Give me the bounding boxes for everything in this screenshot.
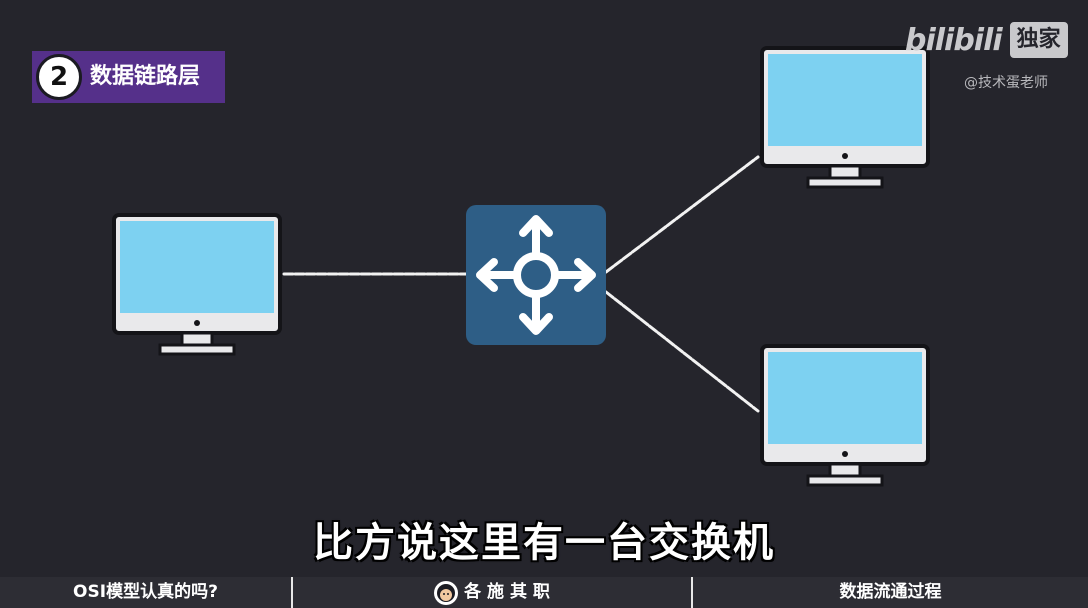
exclusive-tag: 独家 bbox=[1009, 22, 1068, 58]
layer-badge: 2 数据链路层 bbox=[32, 51, 225, 103]
link-lines bbox=[282, 155, 760, 413]
chapter-osi-model[interactable]: OSI模型认真的吗? bbox=[0, 577, 293, 608]
author-credit: @技术蛋老师 bbox=[964, 75, 1048, 91]
chapter-data-flow[interactable]: 数据流通过程 bbox=[839, 582, 942, 602]
chapter-bar: OSI模型认真的吗? 各 施 其 职 数据流通过程 bbox=[0, 577, 1088, 608]
layer-title: 数据链路层 bbox=[90, 64, 201, 89]
chapter-each-role[interactable]: 各 施 其 职 bbox=[293, 577, 693, 608]
four-way-arrows-icon bbox=[476, 215, 596, 335]
mascot-face-icon bbox=[434, 580, 459, 605]
chapter-each-role-label: 各 施 其 职 bbox=[464, 582, 550, 602]
switch bbox=[466, 205, 606, 345]
top-right-computer bbox=[760, 46, 930, 189]
layer-number: 2 bbox=[36, 54, 82, 100]
subtitle: 比方说这里有一台交换机 bbox=[313, 520, 775, 566]
bilibili-logo: bilibili bbox=[905, 22, 1003, 58]
link-switch-to-bottom-right bbox=[604, 290, 760, 413]
link-switch-to-top-right bbox=[604, 155, 760, 274]
bottom-right-computer bbox=[760, 344, 930, 487]
left-computer bbox=[112, 213, 282, 356]
bilibili-watermark: bilibili 独家 bbox=[905, 22, 1068, 58]
